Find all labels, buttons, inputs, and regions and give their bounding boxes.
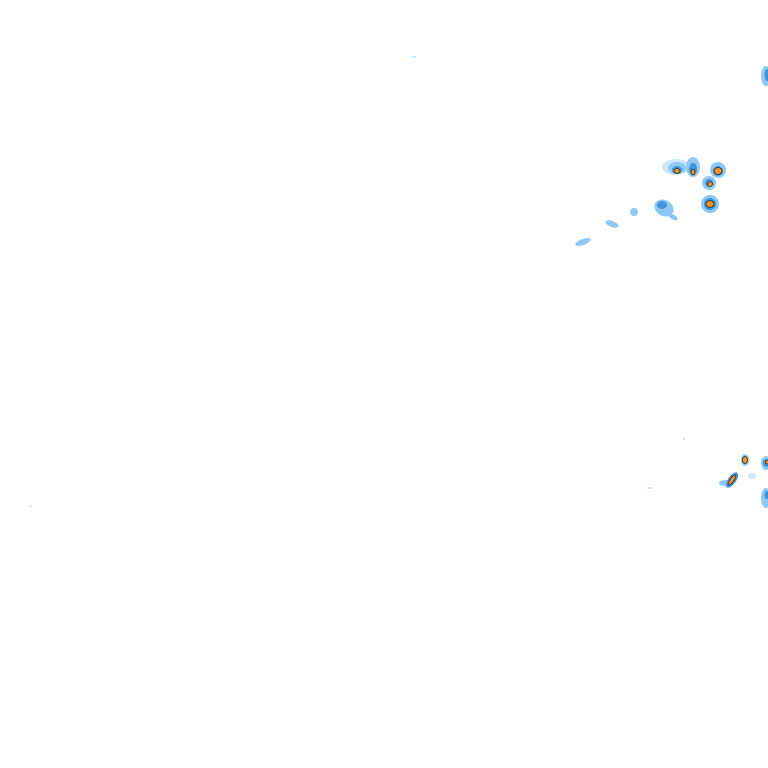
rain-core	[765, 459, 768, 465]
rain-core	[713, 167, 723, 175]
rain-core	[727, 474, 737, 486]
rain-core	[673, 168, 681, 174]
rain-cell-top-right-edge	[761, 66, 768, 86]
rain-speck	[30, 505, 32, 507]
light-rain-specks	[30, 56, 685, 507]
rain-core	[690, 168, 696, 176]
rain-speck	[411, 56, 416, 58]
rain-blob	[764, 491, 768, 499]
rain-speck	[648, 487, 653, 489]
rain-blob	[575, 238, 591, 246]
rain-cluster-upper-right	[575, 157, 726, 246]
rain-speck	[683, 438, 685, 440]
rain-blob	[668, 213, 678, 221]
rain-blob	[748, 473, 756, 479]
rain-blob	[657, 201, 667, 209]
rain-blob	[630, 208, 638, 216]
rain-core	[705, 200, 715, 208]
rain-blob	[605, 220, 619, 228]
rain-cluster-lower-right	[719, 454, 768, 508]
rain-blob	[764, 69, 768, 81]
rain-core	[707, 181, 713, 187]
rain-core	[742, 456, 748, 464]
